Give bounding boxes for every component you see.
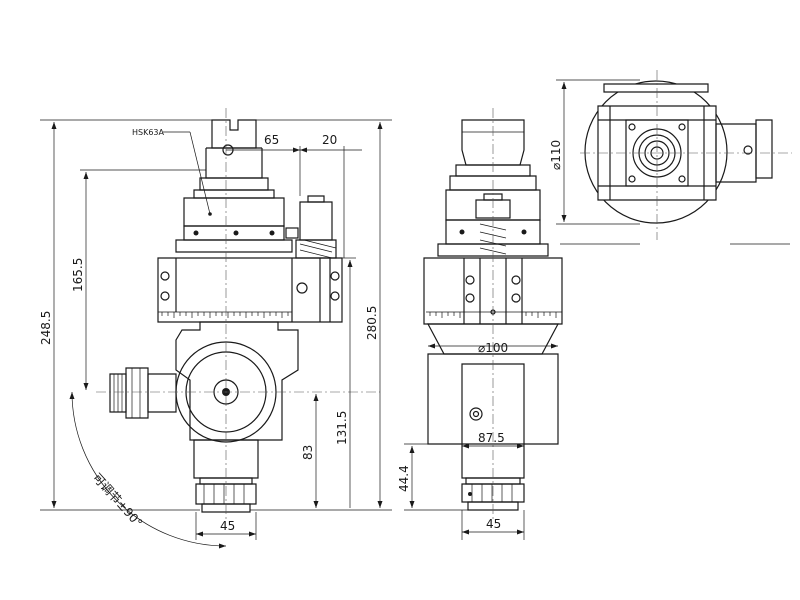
adjust-label: 可调节±90° <box>90 471 145 530</box>
front-dim-100: ⌀100 <box>478 341 508 355</box>
top-view <box>556 70 792 245</box>
front-view <box>404 108 563 540</box>
top-dim-110: ⌀110 <box>549 140 563 170</box>
side-dim-83: 83 <box>301 445 315 460</box>
hsk-label: HSK63A <box>132 128 165 137</box>
side-dim-165-5: 165.5 <box>71 258 85 292</box>
side-dim-248-5: 248.5 <box>39 311 53 345</box>
side-dim-45: 45 <box>220 519 235 533</box>
side-dim-131-5: 131.5 <box>335 411 349 445</box>
side-view <box>40 108 392 549</box>
front-dim-87-5: 87.5 <box>478 431 505 445</box>
side-dim-20: 20 <box>322 133 337 147</box>
front-dim-44-4: 44.4 <box>397 465 411 492</box>
side-dim-280-5: 280.5 <box>365 306 379 340</box>
front-dim-45: 45 <box>486 517 501 531</box>
side-dim-65: 65 <box>264 133 279 147</box>
